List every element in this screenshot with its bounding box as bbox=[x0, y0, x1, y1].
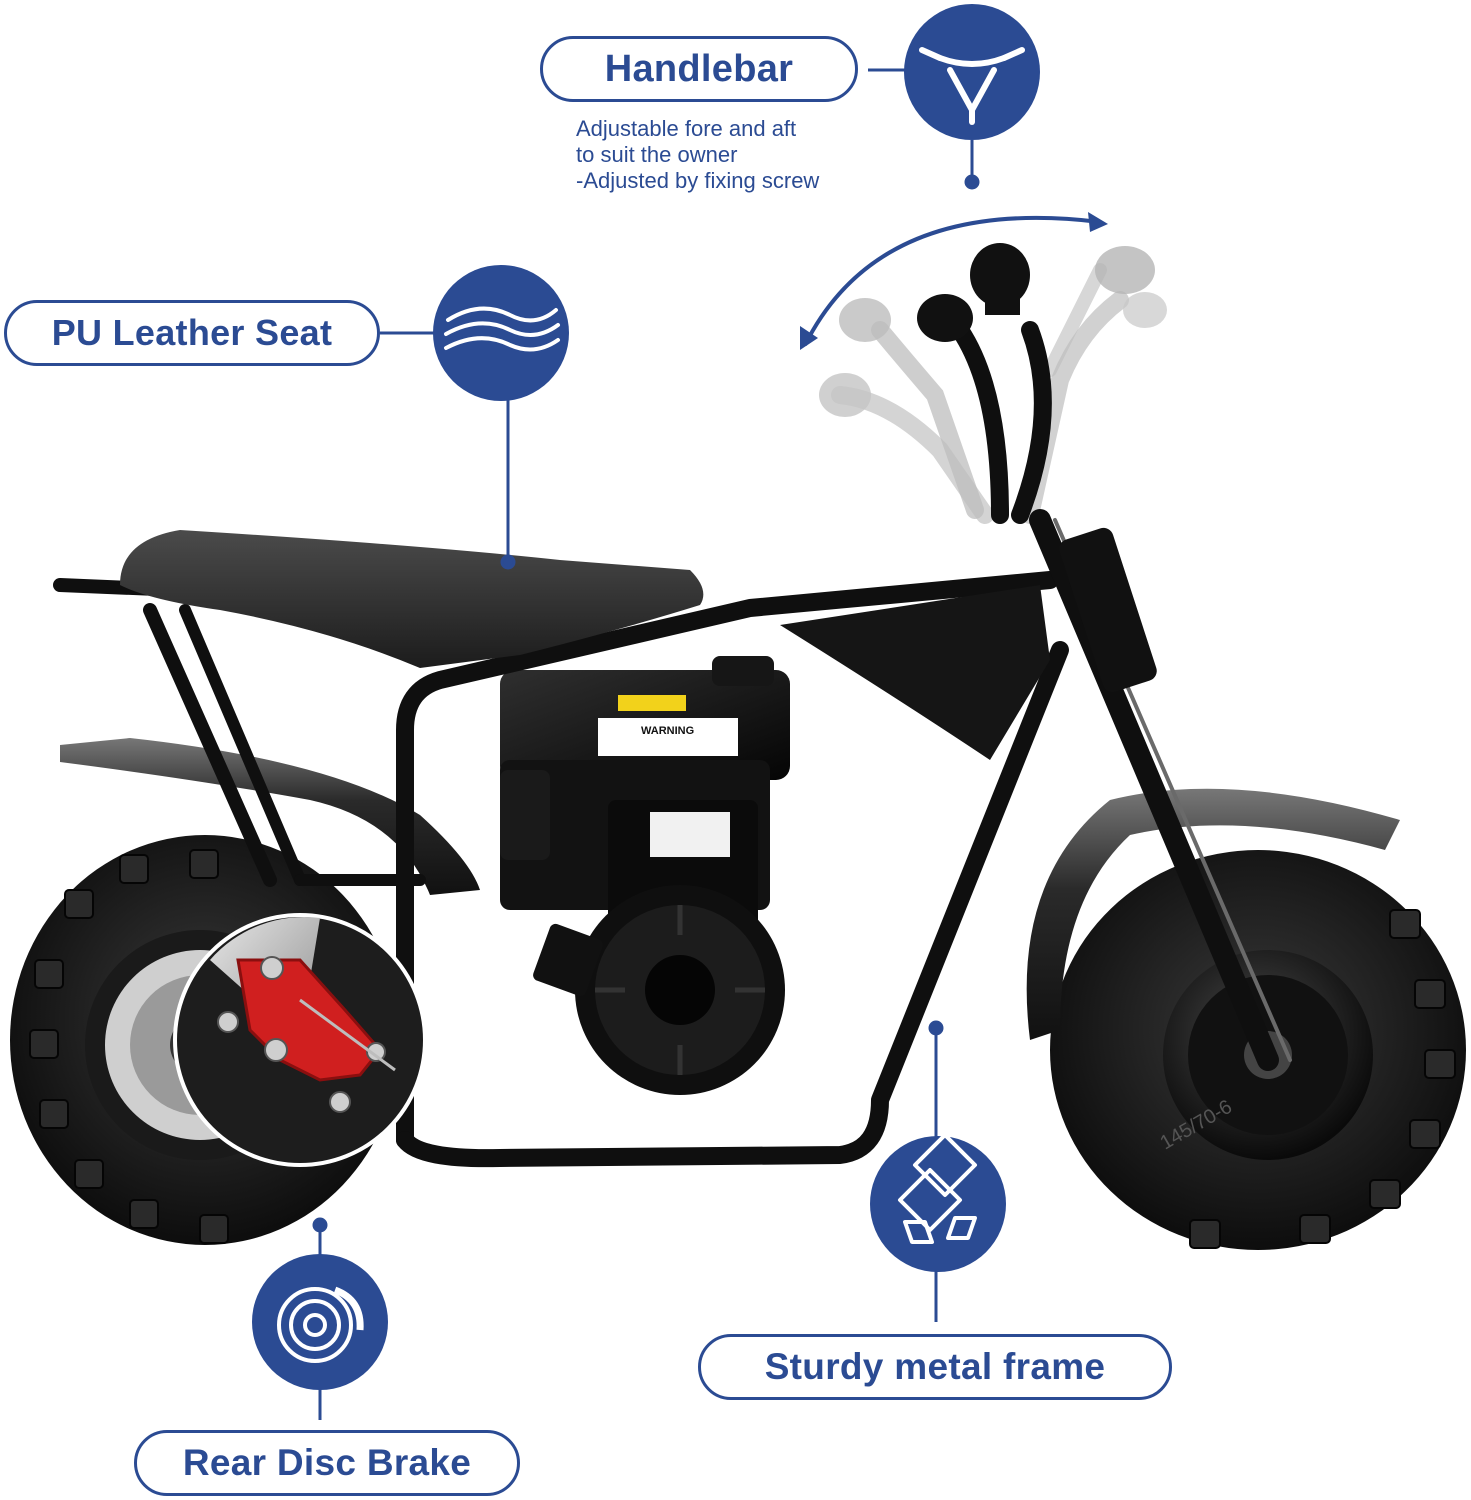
disc-brake-icon bbox=[252, 1254, 388, 1390]
tank-panel bbox=[780, 585, 1050, 760]
engine: WARNING bbox=[500, 656, 790, 1095]
seat-label: PU Leather Seat bbox=[4, 300, 380, 366]
front-fender bbox=[1026, 788, 1400, 1040]
seat-cushion-icon bbox=[433, 265, 569, 401]
ghost-handlebars bbox=[819, 246, 1167, 524]
frame-label-text: Sturdy metal frame bbox=[764, 1346, 1106, 1387]
warning-label: WARNING bbox=[641, 725, 694, 737]
adjustment-arrow bbox=[800, 212, 1108, 350]
front-fork bbox=[917, 243, 1292, 1071]
connector-lines bbox=[312, 68, 980, 1420]
handlebar-label: Handlebar bbox=[540, 36, 858, 102]
handlebar-desc-line-1: Adjustable fore and aft bbox=[576, 116, 797, 141]
handlebar-desc-line-2: to suit the owner bbox=[576, 142, 738, 167]
handlebar-description: Adjustable fore and aft to suit the owne… bbox=[576, 116, 819, 194]
seat-label-text: PU Leather Seat bbox=[51, 312, 333, 353]
seat bbox=[120, 530, 704, 668]
brake-label: Rear Disc Brake bbox=[134, 1430, 520, 1496]
brake-label-text: Rear Disc Brake bbox=[182, 1442, 472, 1483]
handlebar-icon bbox=[904, 4, 1040, 140]
frame-label: Sturdy metal frame bbox=[698, 1334, 1172, 1400]
brake-inset bbox=[173, 913, 427, 1167]
handlebar-desc-line-3: -Adjusted by fixing screw bbox=[576, 168, 820, 193]
handlebar-label-text: Handlebar bbox=[604, 47, 794, 90]
metal-bars-icon bbox=[870, 1133, 1006, 1272]
